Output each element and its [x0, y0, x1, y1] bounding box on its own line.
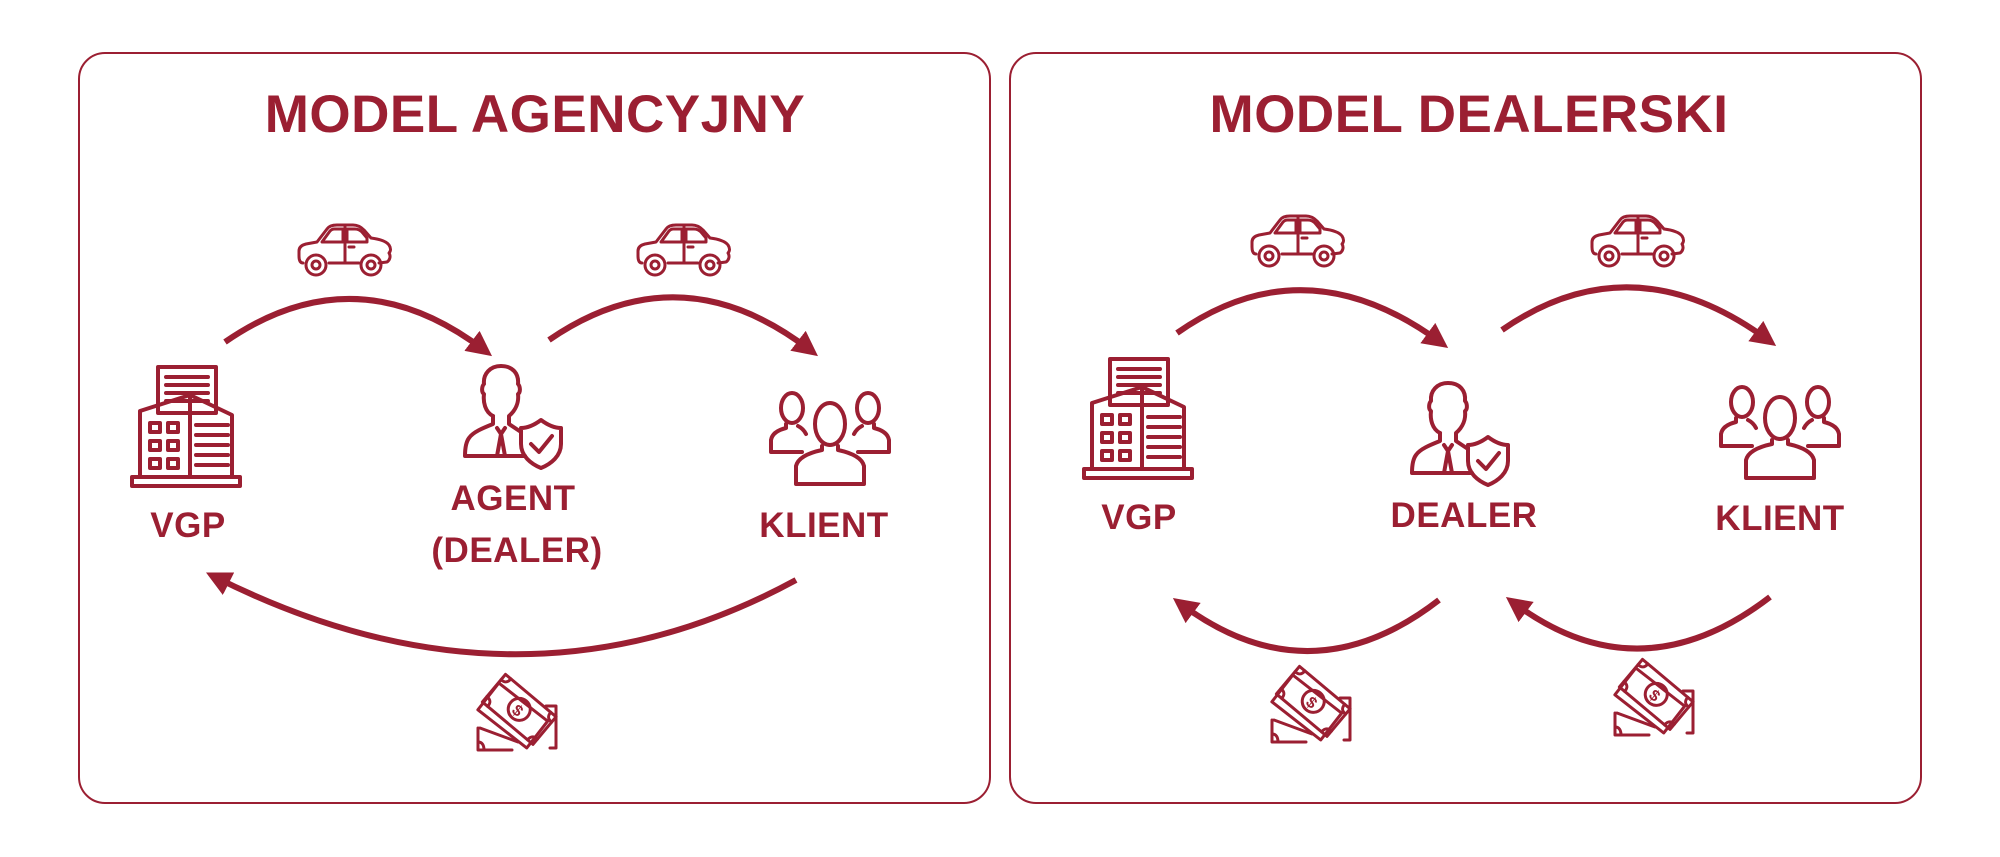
node-label: VGP [1101, 498, 1176, 537]
node-label-sub: (DEALER) [431, 531, 602, 570]
node-dealer: DEALER [1391, 381, 1538, 535]
node-agent: AGENT (DEALER) [431, 364, 602, 570]
node-label: VGP [150, 506, 225, 545]
node-label: AGENT [451, 479, 576, 518]
flow-arrow-vgp-to-agent [223, 296, 493, 357]
flow-arrow-client-to-dealer [1505, 594, 1772, 652]
node-client: KLIENT [1715, 385, 1844, 538]
node-label: KLIENT [759, 506, 888, 545]
flow-arrow-dealer-to-client [1500, 284, 1777, 346]
panel-title: MODEL DEALERSKI [1210, 85, 1729, 144]
panel-frame [1009, 52, 1922, 804]
node-vgp: VGP [1082, 357, 1194, 537]
panel-frame [78, 52, 991, 804]
flow-arrow-dealer-to-vgp [1172, 597, 1441, 654]
panel-dealer-model: MODEL DEALERSKI VGP DEALER KLIENT [1009, 52, 1922, 804]
flow-arrow-agent-to-client [547, 294, 818, 357]
flow-arrow-client-to-vgp [205, 572, 798, 658]
node-client: KLIENT [759, 391, 891, 545]
panel-agency-model: MODEL AGENCYJNY VGP AGENT (DEALER) KLIEN… [78, 52, 991, 804]
panel-title: MODEL AGENCYJNY [265, 85, 806, 144]
flow-arrow-vgp-to-dealer [1175, 287, 1449, 348]
node-label: DEALER [1391, 496, 1538, 535]
node-label: KLIENT [1715, 499, 1844, 538]
node-vgp: VGP [130, 365, 242, 545]
